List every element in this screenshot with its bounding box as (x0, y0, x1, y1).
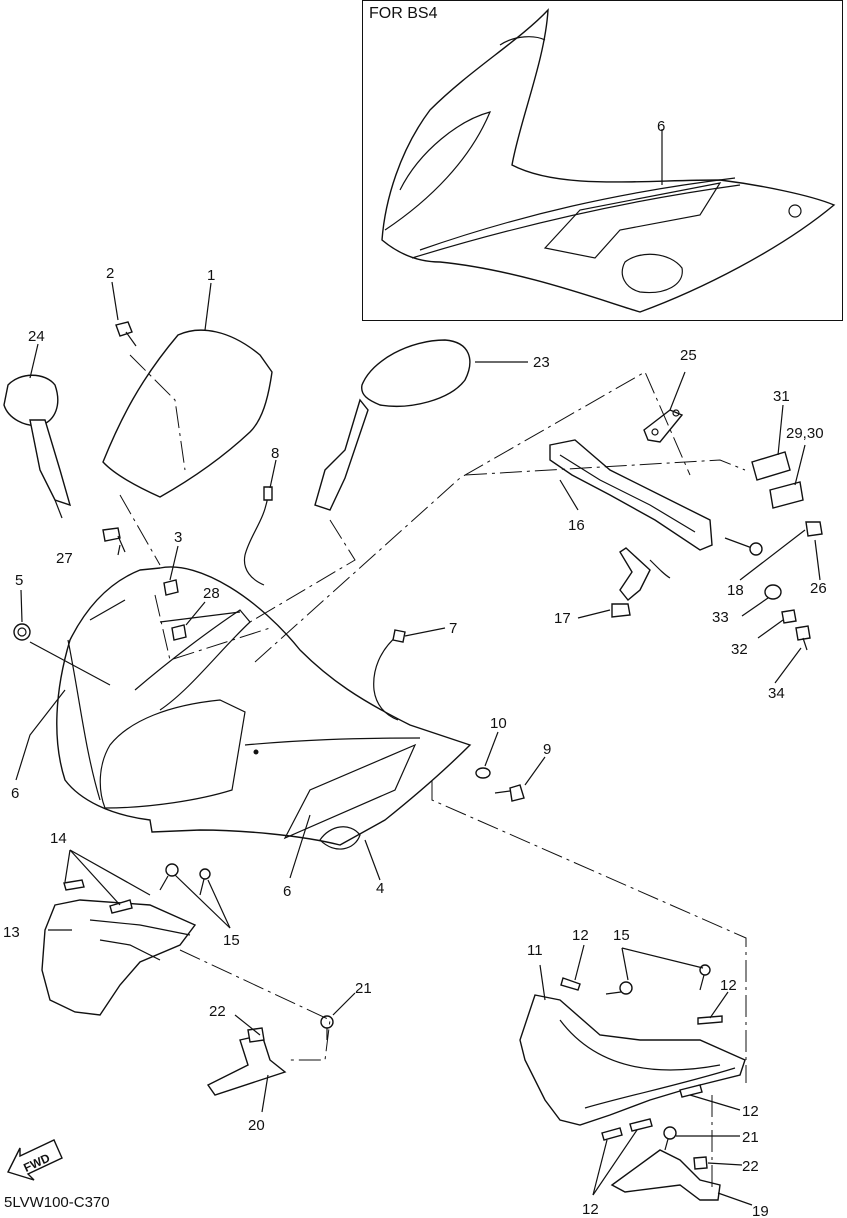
callout-32: 32 (731, 641, 748, 658)
mirror-right (314, 339, 471, 511)
callout-13: 13 (3, 924, 20, 941)
callout-8: 8 (271, 445, 279, 462)
callout-4: 4 (376, 880, 384, 897)
windshield-screw (115, 321, 137, 347)
callout-16: 16 (568, 517, 585, 534)
callout-25: 25 (680, 347, 697, 364)
figure-code: 5LVW100-C370 (4, 1194, 110, 1211)
mirror-left (3, 374, 72, 519)
bolt-21-right (663, 1126, 677, 1151)
callout-27: 27 (56, 550, 73, 567)
assembly-lines (119, 371, 747, 1190)
callout-21-left: 21 (355, 980, 372, 997)
callout-26: 26 (810, 580, 827, 597)
clip-12 (560, 977, 723, 1141)
screw-34 (795, 625, 811, 651)
callout-12-lower: 12 (742, 1103, 759, 1120)
nut-26 (805, 521, 823, 537)
callout-10: 10 (490, 715, 507, 732)
inset-frame (362, 0, 843, 321)
side-panel-13 (41, 899, 197, 1016)
callout-21-right: 21 (742, 1129, 759, 1146)
bracket-31 (751, 451, 791, 481)
front-cowling (56, 566, 472, 850)
callout-24: 24 (28, 328, 45, 345)
callout-14: 14 (50, 830, 67, 847)
callout-34: 34 (768, 685, 785, 702)
clip-14 (63, 879, 133, 914)
callout-29-30: 29,30 (786, 425, 824, 442)
callout-12-top: 12 (572, 927, 589, 944)
wire-8 (243, 486, 273, 586)
callout-9: 9 (543, 741, 551, 758)
screw-9 (494, 784, 525, 802)
callout-11: 11 (527, 942, 543, 959)
under-cowling-11 (519, 994, 746, 1126)
nut-22-left (247, 1027, 265, 1043)
callout-31: 31 (773, 388, 790, 405)
bolt-18 (724, 537, 763, 556)
bolt-27 (102, 527, 126, 553)
callout-28: 28 (203, 585, 220, 602)
callout-2: 2 (106, 265, 114, 282)
callout-33: 33 (712, 609, 729, 626)
leader-lines (15, 129, 821, 1206)
windshield (102, 329, 273, 498)
screw-15-left (159, 863, 211, 896)
grommet-5 (13, 623, 31, 641)
bracket-19 (610, 1149, 721, 1201)
callout-19: 19 (752, 1203, 769, 1218)
nut-22-right (693, 1156, 708, 1170)
callout-1: 1 (207, 267, 215, 284)
nut-3 (163, 579, 179, 596)
bracket-29-30 (769, 481, 804, 509)
washer-10 (475, 767, 491, 779)
nut-28 (171, 624, 187, 641)
bracket-20 (206, 1034, 287, 1096)
callout-20: 20 (248, 1117, 265, 1134)
nut-17 (611, 603, 631, 618)
callout-6-left: 6 (11, 785, 19, 802)
callout-3: 3 (174, 529, 182, 546)
bracket-25 (643, 409, 684, 443)
inset-title: FOR BS4 (369, 5, 438, 22)
callout-5: 5 (15, 572, 23, 589)
inset-cowling (381, 8, 836, 313)
callout-12-bottom: 12 (582, 1201, 599, 1218)
screw-15-right (605, 964, 711, 995)
fwd-arrow-icon: FWD (7, 1139, 63, 1181)
callout-6-inset: 6 (657, 118, 665, 135)
callout-15-right: 15 (613, 927, 630, 944)
callouts: 1 2 3 4 5 6 6 6 7 8 9 10 11 12 12 12 12 … (3, 118, 827, 1218)
callout-22-right: 22 (742, 1158, 759, 1175)
callout-22-left: 22 (209, 1003, 226, 1020)
wire-7 (373, 629, 406, 721)
callout-7: 7 (449, 620, 457, 637)
callout-17: 17 (554, 610, 571, 627)
callout-15-left: 15 (223, 932, 240, 949)
callout-6-bottom: 6 (283, 883, 291, 900)
callout-18: 18 (727, 582, 744, 599)
callout-23: 23 (533, 354, 550, 371)
callout-12-right: 12 (720, 977, 737, 994)
grommet-33 (764, 584, 782, 600)
bolt-21-left (320, 1015, 334, 1040)
collar-32 (781, 609, 797, 624)
